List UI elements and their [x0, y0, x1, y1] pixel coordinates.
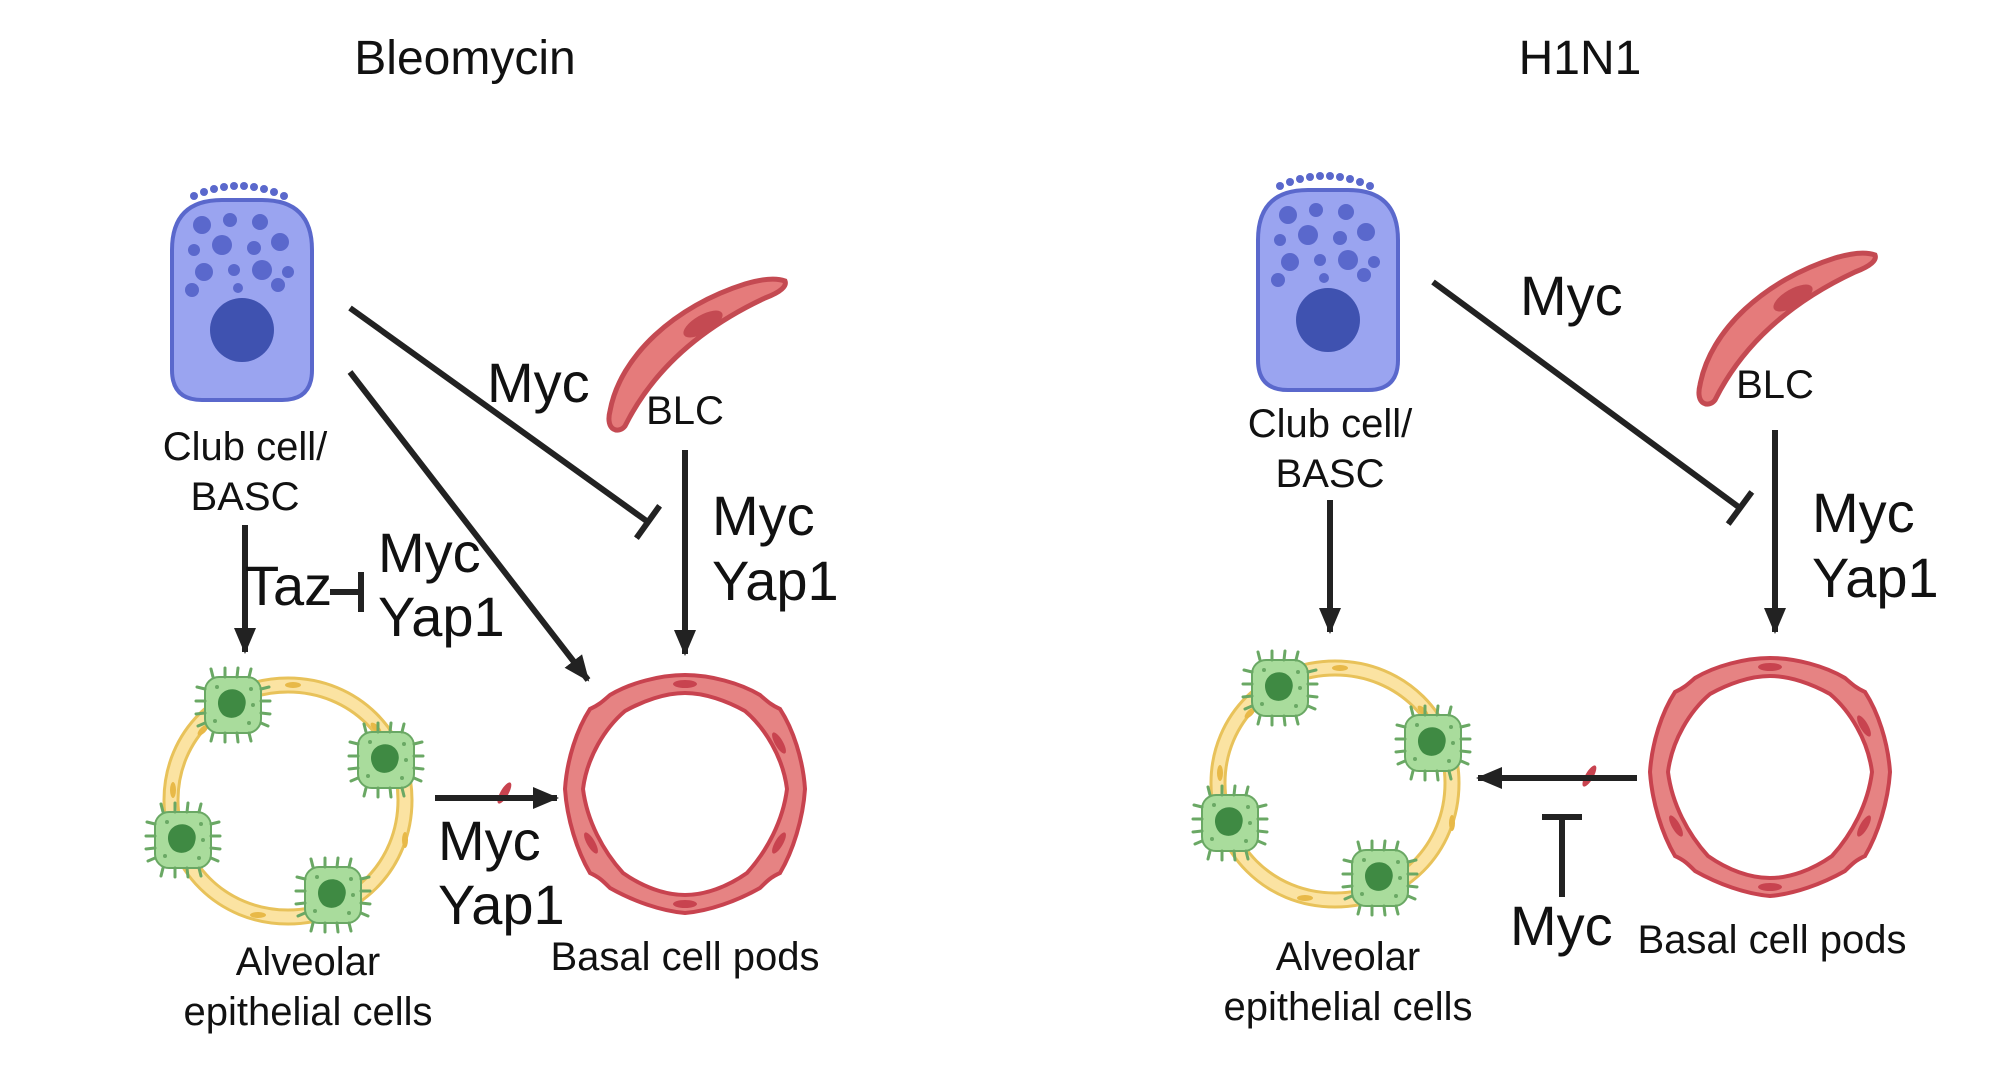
- club-inhibit-basal-myc: Myc: [487, 351, 590, 414]
- blc-to-basal-myc: Myc: [712, 484, 815, 547]
- basal-cell-pods-label: Basal cell pods: [1637, 918, 1906, 962]
- alveolar-epithelial-cells-icon: [1193, 651, 1470, 915]
- alveolar-epithelial-cells-icon: [146, 668, 423, 932]
- alveolar-label-line2: epithelial cells: [1223, 985, 1472, 1029]
- club-to-basal-arrow: [347, 370, 591, 682]
- bleomycin-title: Bleomycin: [354, 32, 575, 85]
- club-inhibit-basal-bar: [1431, 279, 1755, 526]
- blc-to-basal-yap1: Yap1: [712, 549, 839, 612]
- alveolar-label-line1: Alveolar: [1276, 935, 1421, 979]
- alveolar-to-basal-myc: Myc: [438, 809, 541, 872]
- alveolar-label-line1: Alveolar: [236, 940, 381, 984]
- club-inhibit-basal-bar: [348, 305, 663, 540]
- basal-cell-pods-label: Basal cell pods: [550, 935, 819, 979]
- blc-to-basal-yap1: Yap1: [1812, 546, 1939, 609]
- club-cell-label-line1: Club cell/: [1248, 402, 1413, 446]
- blc-to-basal-myc: Myc: [1812, 481, 1915, 544]
- h1n1-panel: H1N1 Club cell/ BASC BLC Alveolar epithe…: [1193, 32, 1939, 1029]
- h1n1-title: H1N1: [1519, 32, 1642, 85]
- club-cell-label-line2: BASC: [191, 475, 300, 519]
- basal-to-alveolar-inhibitor-myc: Myc: [1510, 894, 1613, 957]
- club-to-alveolar-myc: Myc: [378, 521, 481, 584]
- taz-label: Taz: [245, 554, 332, 617]
- bleomycin-panel: Bleomycin Club cell/ BASC BLC Alveolar e…: [146, 32, 839, 1034]
- club-cell-icon: [170, 180, 314, 402]
- club-cell-label-line1: Club cell/: [163, 425, 328, 469]
- club-to-alveolar-yap1: Yap1: [378, 585, 505, 648]
- club-inhibit-basal-myc: Myc: [1520, 264, 1623, 327]
- alveolar-to-basal-yap1: Yap1: [438, 873, 565, 936]
- club-cell-icon: [1256, 170, 1400, 392]
- club-cell-label-line2: BASC: [1276, 452, 1385, 496]
- blc-label: BLC: [646, 389, 724, 433]
- alveolar-label-line2: epithelial cells: [183, 990, 432, 1034]
- blc-label: BLC: [1736, 363, 1814, 407]
